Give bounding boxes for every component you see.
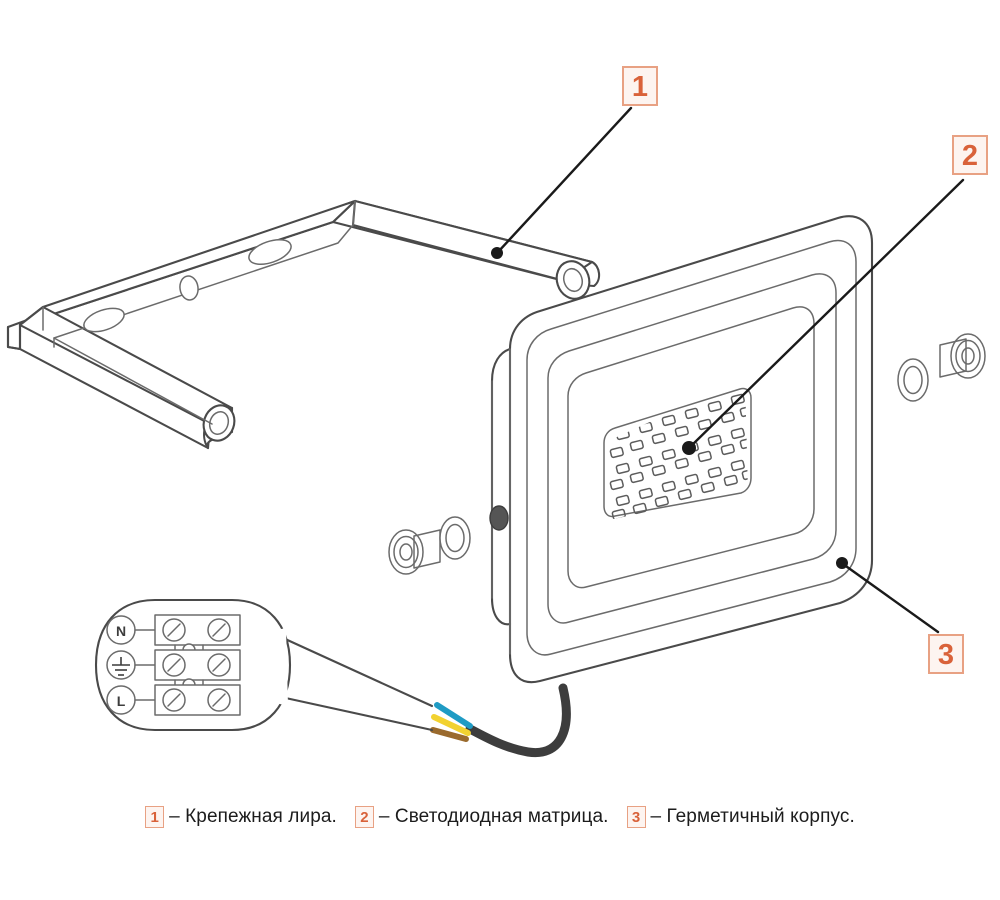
- legend-text-1: Крепежная лира.: [185, 806, 337, 827]
- callout-badge-3[interactable]: 3: [928, 634, 964, 674]
- terminal-row-neutral: N: [106, 614, 241, 646]
- legend-badge-2: 2: [354, 806, 374, 828]
- neutral-wire: [434, 702, 473, 729]
- legend-badge-3: 3: [626, 806, 646, 828]
- bracket-slot-2: [248, 239, 292, 265]
- legend-dash-2: –: [378, 806, 390, 827]
- legend-text-3: Герметичный корпус.: [666, 806, 855, 827]
- leader-line-3: [836, 557, 940, 634]
- legend-text-2: Светодиодная матрица.: [394, 806, 609, 827]
- bracket-hole-round: [179, 275, 199, 301]
- leader-line-2: [682, 178, 965, 455]
- live-wire: [430, 727, 469, 742]
- legend-badge-1: 1: [145, 806, 165, 828]
- legend-item-2: 2– Светодиодная матрица.: [354, 806, 609, 828]
- hex-bolt-right: [897, 333, 986, 402]
- legend-dash-1: –: [169, 806, 180, 827]
- led-matrix: [603, 387, 752, 520]
- leader-line-1: [491, 106, 633, 259]
- housing-pivot-boss: [489, 505, 509, 531]
- terminal-row-earth: [106, 649, 241, 681]
- terminal-row-live: L: [106, 684, 241, 716]
- power-cable: [430, 683, 571, 758]
- mounting-bracket: [6, 199, 601, 450]
- earth-ground-icon: [112, 657, 130, 676]
- svg-text:N: N: [116, 623, 126, 639]
- legend-item-1: 1– Крепежная лира.: [145, 806, 337, 828]
- bracket-slot-1: [83, 307, 125, 333]
- legend-dash-3: –: [650, 806, 662, 827]
- legend-item-3: 3– Герметичный корпус.: [626, 806, 855, 828]
- callout-badge-2[interactable]: 2: [952, 135, 988, 175]
- callout-badge-1[interactable]: 1: [622, 66, 658, 106]
- earth-wire: [431, 714, 471, 736]
- svg-text:L: L: [117, 693, 126, 709]
- legend-caption: 1– Крепежная лира. 2– Светодиодная матри…: [0, 806, 1000, 828]
- terminal-block-callout: N: [94, 598, 434, 732]
- hex-bolt-left: [388, 516, 471, 575]
